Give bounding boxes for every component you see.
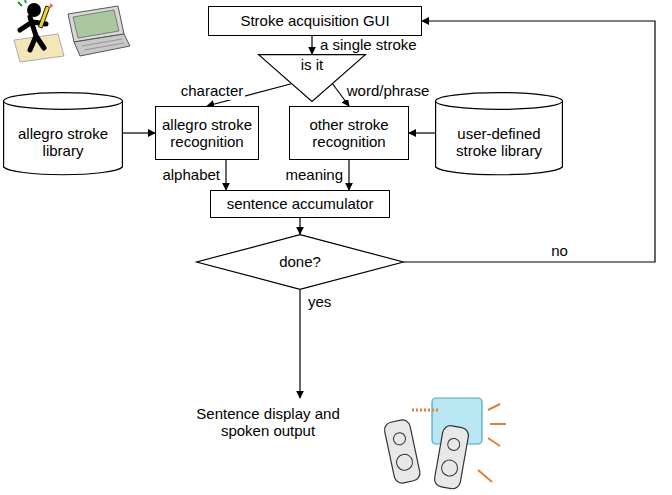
edge-label: no [549, 242, 570, 259]
edge-label: word/phrase [345, 82, 432, 99]
library-cylinder: user-defined stroke library [435, 92, 563, 176]
edge-label: meaning [283, 166, 345, 183]
flow-arrow [409, 132, 435, 133]
node-text: allegro stroke library [7, 125, 119, 160]
node-text: other stroke recognition [295, 116, 403, 151]
node-text: sentence accumulator [227, 195, 374, 212]
node-text: is it [301, 56, 324, 73]
node-text: done? [279, 253, 321, 270]
diamond-outline [197, 235, 404, 290]
node-text: allegro stroke recognition [160, 116, 254, 151]
cylinder-top [4, 93, 123, 110]
output-caption: Sentence display and spoken output [191, 405, 345, 440]
process-box: Stroke acquisition GUI [208, 6, 422, 36]
flow-arrow [311, 36, 312, 54]
flow-arrow [404, 21, 655, 262]
node-text: user-defined stroke library [439, 125, 559, 160]
writer-figure [14, 0, 64, 62]
cylinder-body [436, 101, 563, 175]
branch-label: yes [306, 293, 333, 310]
node-text: Stroke acquisition GUI [240, 12, 389, 29]
process-box: sentence accumulator [210, 190, 390, 218]
process-box: allegro stroke recognition [155, 106, 259, 160]
decision-diamond: done? [196, 234, 404, 290]
library-cylinder: allegro stroke library [3, 92, 123, 176]
flow-arrow [299, 218, 300, 234]
cylinder-top [436, 93, 563, 110]
laptop-icon [68, 6, 130, 56]
speakers-icon [383, 398, 506, 490]
flow-arrow [123, 132, 155, 133]
edge-label: alphabet [160, 166, 222, 183]
output-arrow [299, 290, 300, 398]
cylinder-body [4, 101, 123, 175]
edge-label: character [179, 82, 246, 99]
process-box: other stroke recognition [289, 106, 409, 160]
flow-arrow [348, 160, 349, 190]
edge-label: a single stroke [318, 36, 419, 53]
flow-arrow [225, 160, 226, 190]
